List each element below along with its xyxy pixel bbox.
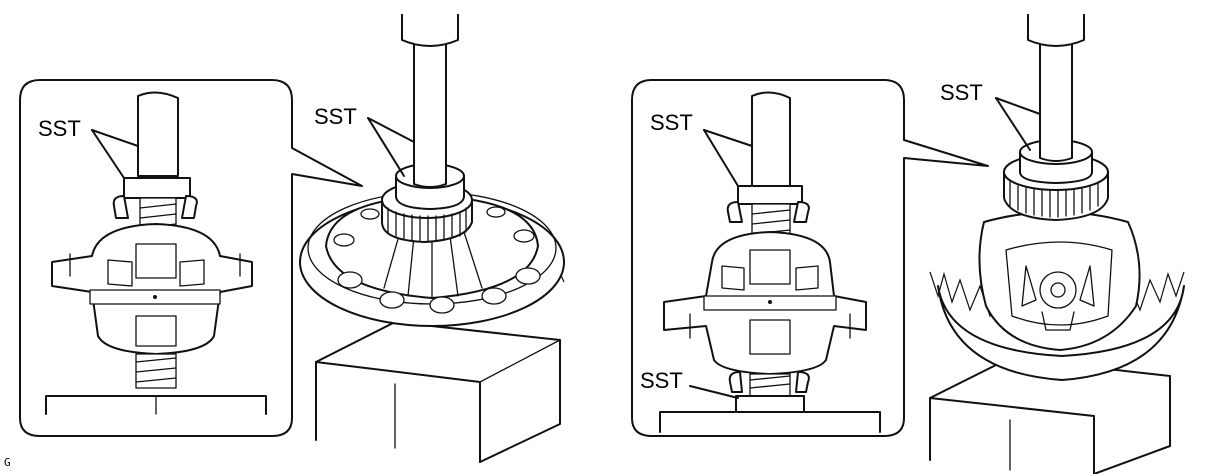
left-illustration: SST SST [19,14,565,463]
left-inset-panel [19,79,363,437]
right-main-sst-label: SST [940,80,983,105]
right-main-sst-tool [1019,14,1093,184]
left-ring-gear-bolts [333,206,541,314]
left-main-differential-case [299,14,565,463]
right-inset-bottom-sst-label: SST [640,368,683,393]
right-inset-panel [631,79,989,437]
left-main-sst-tool [395,14,465,210]
left-main-sst-label: SST [314,104,357,129]
right-inset-top-sst-label: SST [650,110,693,135]
right-illustration: SST SST SST [631,14,1185,474]
right-main-differential-case [929,14,1185,474]
left-inset-sst-label: SST [38,116,81,141]
figure-code: G [4,456,11,469]
